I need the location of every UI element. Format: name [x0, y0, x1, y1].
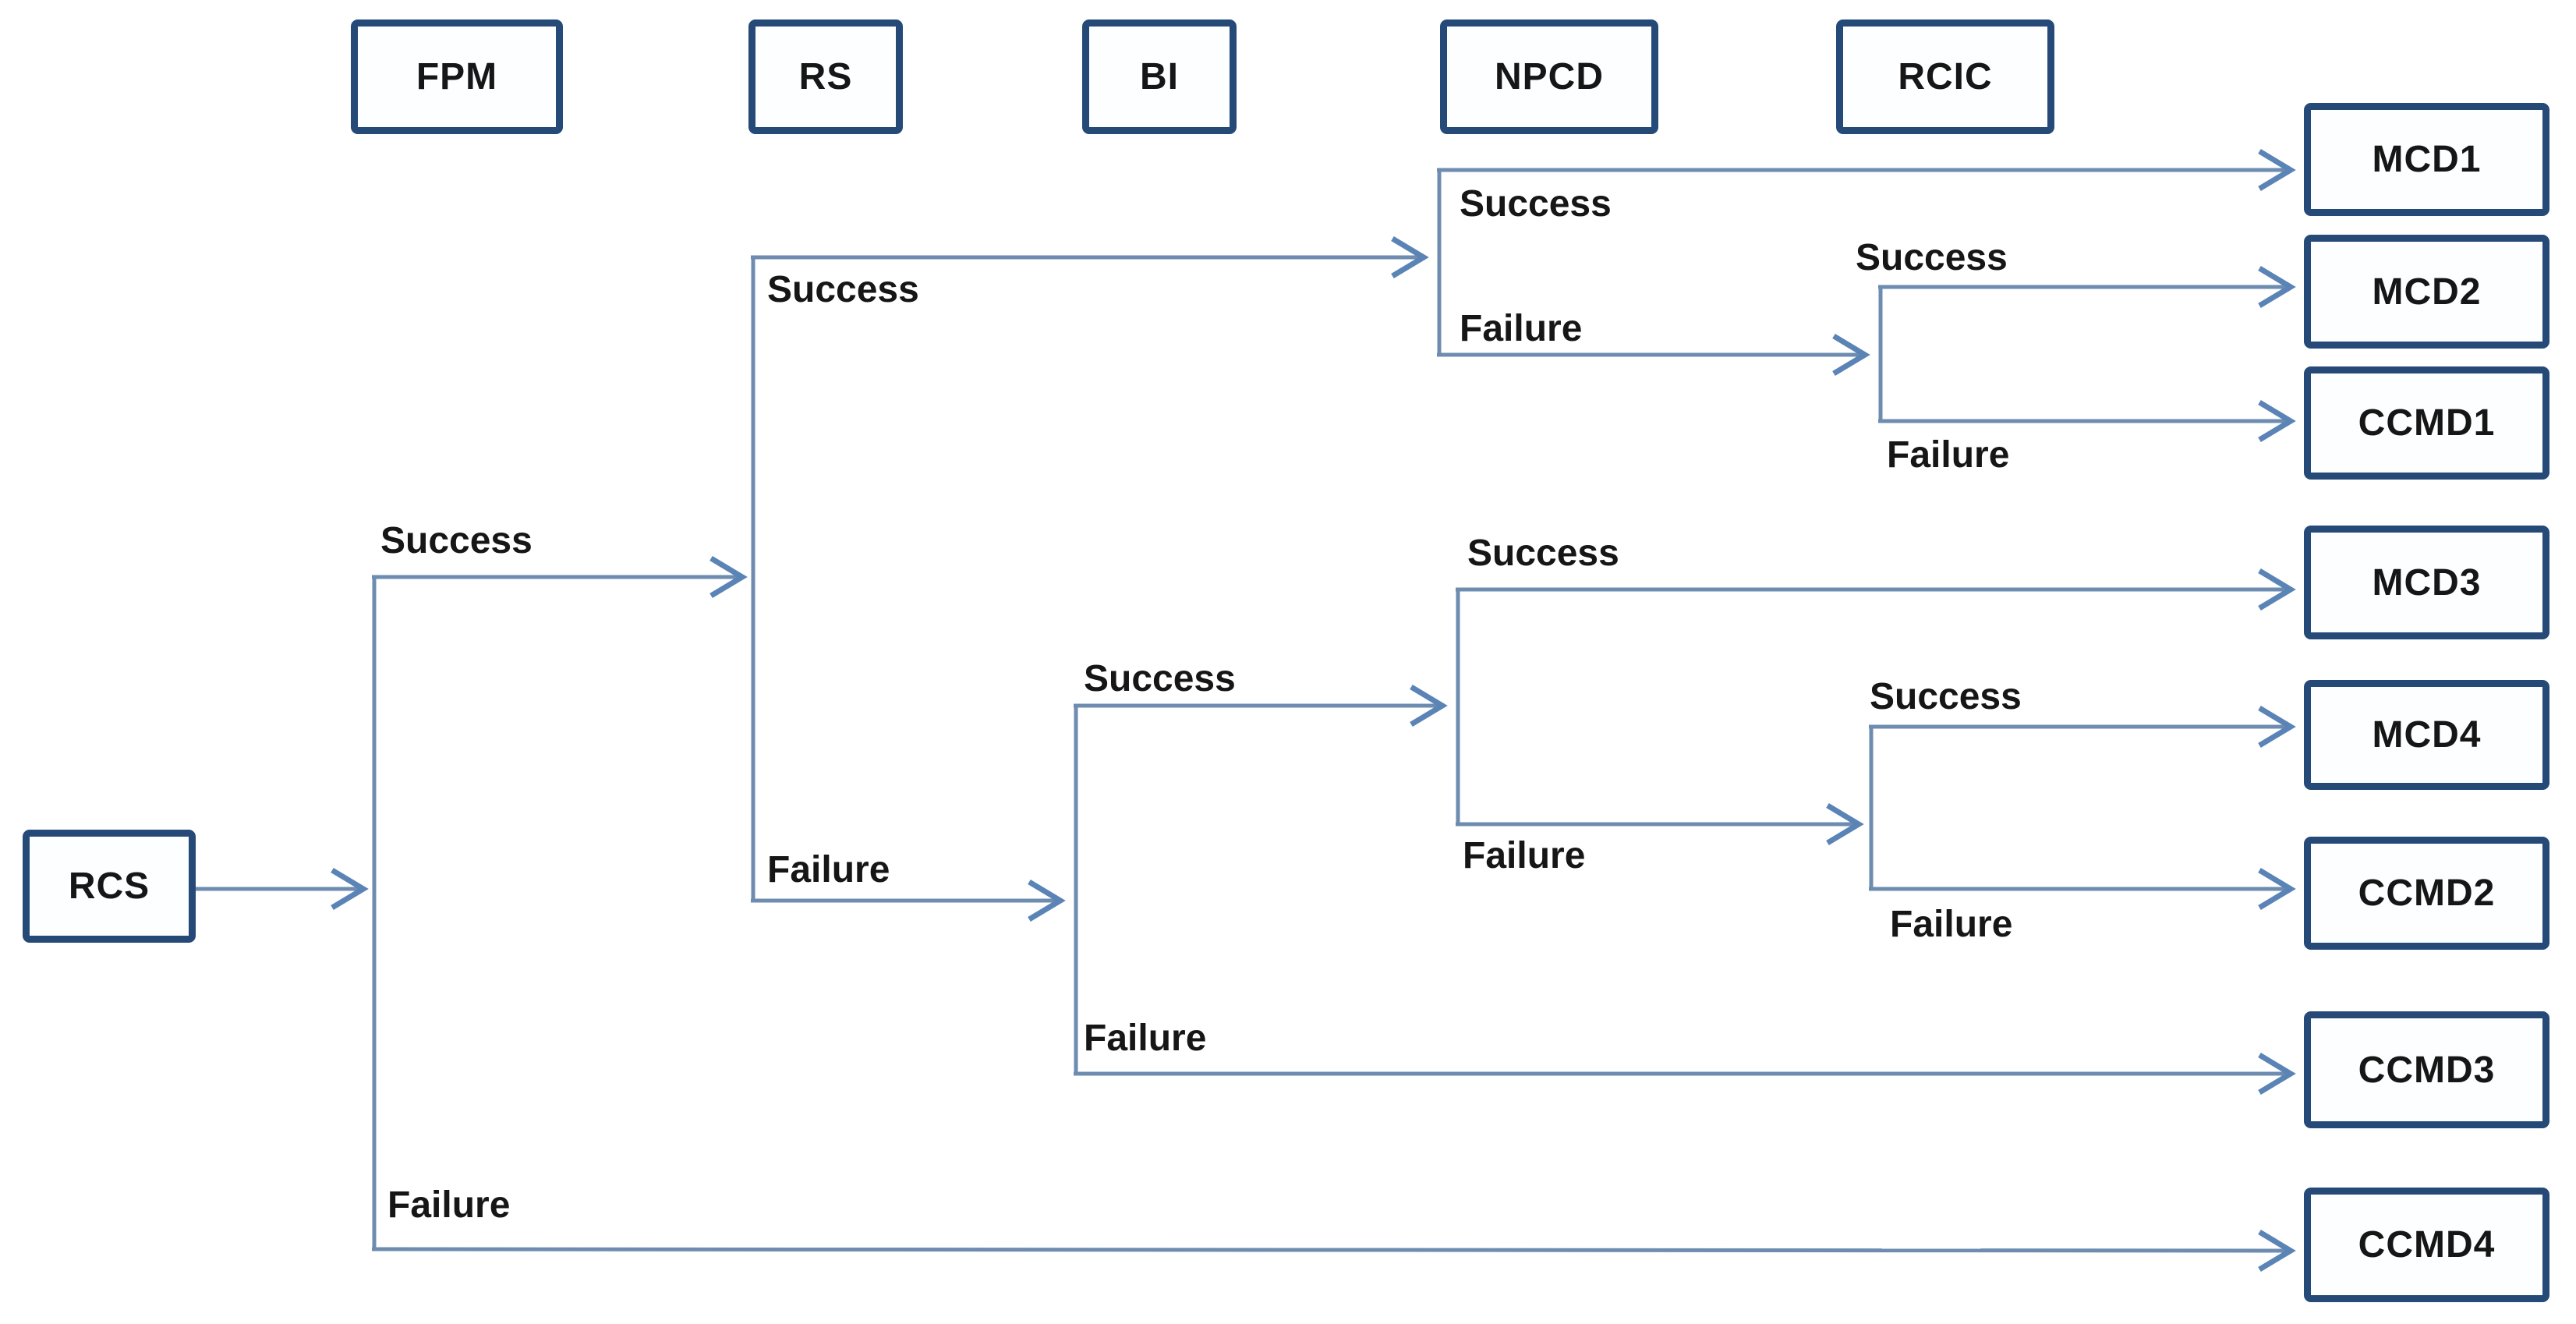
branch-label-npcd2-failure: Failure	[1463, 835, 1586, 876]
end-state-mcd3: MCD3	[2304, 526, 2549, 639]
initiating-event-rcs: RCS	[23, 830, 196, 943]
branch-label-rcic2-success: Success	[1870, 676, 2022, 717]
branch-label-bi-failure: Failure	[1084, 1018, 1207, 1059]
branch-label-npcd1-failure: Failure	[1460, 308, 1583, 349]
top-event-rcic: RCIC	[1836, 19, 2054, 134]
branch-label-rcic1-failure: Failure	[1887, 434, 2010, 476]
branch-label-rcic2-failure: Failure	[1890, 904, 2013, 945]
end-state-ccmd1: CCMD1	[2304, 366, 2549, 480]
branch-label-rcic1-success: Success	[1856, 237, 2008, 278]
end-state-ccmd3: CCMD3	[2304, 1011, 2549, 1128]
branch-label-rs-success: Success	[767, 269, 919, 310]
end-state-mcd4: MCD4	[2304, 680, 2549, 790]
branch-label-rs-failure: Failure	[767, 849, 890, 890]
end-state-mcd1: MCD1	[2304, 103, 2549, 216]
edge-fpm-failure	[371, 1229, 2296, 1272]
top-event-npcd: NPCD	[1440, 19, 1658, 134]
branch-label-bi-success: Success	[1084, 658, 1236, 699]
branch-label-fpm-failure: Failure	[387, 1184, 511, 1226]
branch-label-fpm-success: Success	[380, 520, 533, 561]
branch-label-npcd2-success: Success	[1467, 533, 1619, 574]
branch-label-npcd1-success: Success	[1460, 183, 1612, 225]
end-state-ccmd4: CCMD4	[2304, 1188, 2549, 1302]
top-event-bi: BI	[1082, 19, 1237, 134]
top-event-rs: RS	[748, 19, 903, 134]
end-state-mcd2: MCD2	[2304, 235, 2549, 349]
end-state-ccmd2: CCMD2	[2304, 837, 2549, 950]
top-event-fpm: FPM	[351, 19, 563, 134]
